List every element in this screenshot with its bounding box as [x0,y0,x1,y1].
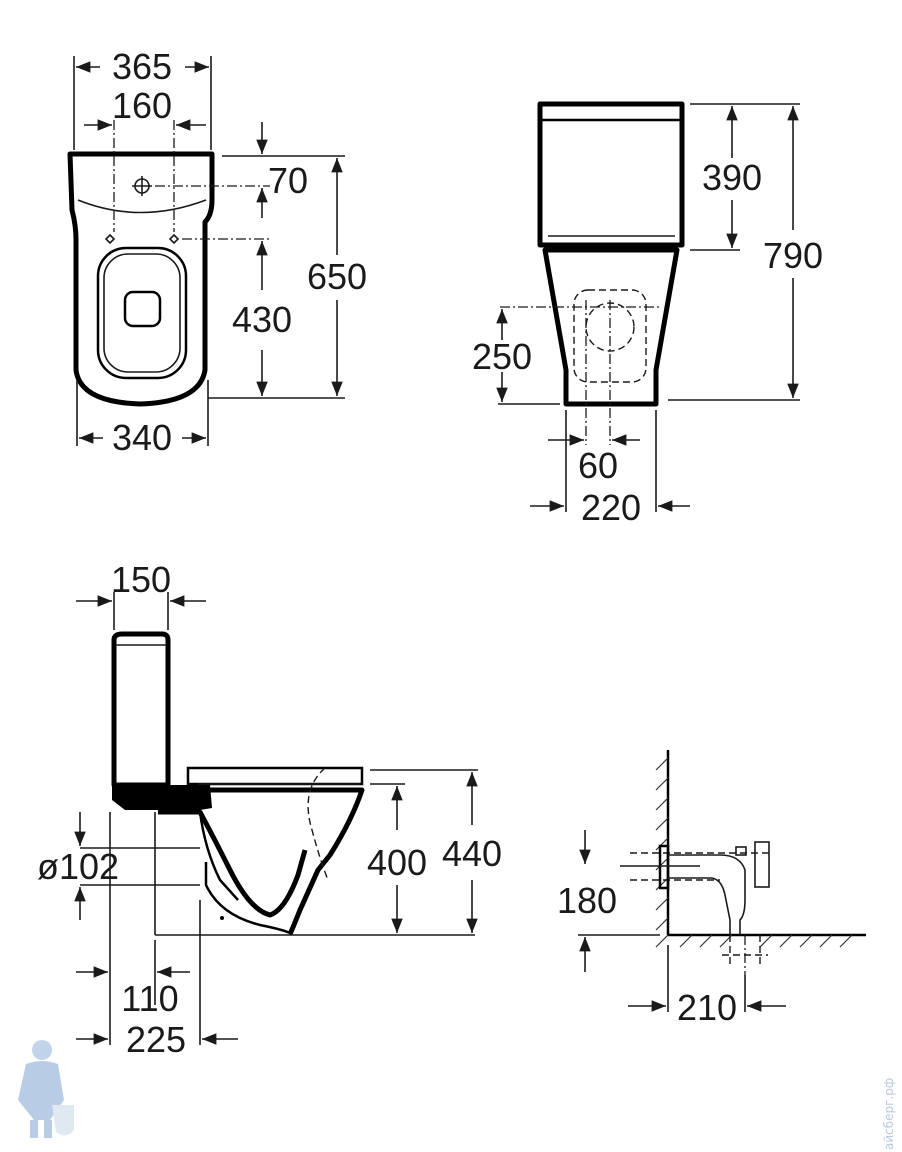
dim-overall-width: 365 [112,46,172,87]
top-seat-cutout [123,290,162,328]
top-seat-inner [103,253,181,373]
dim-tank-height: 390 [702,157,762,198]
dim-hole-offset: 70 [268,160,308,201]
side-tank [111,631,171,788]
dim-base-width: 340 [112,417,172,458]
top-tank-edge [77,199,207,214]
dim-seat-height: 400 [367,842,427,883]
dim-holes-spacing: 160 [112,85,172,126]
front-pedestal [542,247,680,407]
top-seat [96,246,188,380]
dim-front-base-width: 220 [581,487,641,528]
dim-pipe-height: 180 [557,880,617,921]
side-bowl [210,787,365,936]
dim-outlet-height: 250 [472,336,532,377]
top-view: 365 160 70 430 650 340 [67,46,367,458]
side-view: 150 400 440 ø102 110 225 [37,559,502,1060]
plumber-mascot-logo [18,1040,74,1138]
dim-total-height: 790 [763,235,823,276]
front-tank [537,101,685,248]
dim-outlet-diameter: ø102 [37,846,119,887]
dim-holes-to-front: 430 [232,299,292,340]
dim-depth: 650 [307,256,367,297]
front-view: 390 790 250 60 220 [472,101,823,528]
dim-outlet-to-wall: 110 [121,978,178,1019]
dim-outlet-offset: 60 [578,445,618,486]
side-trap [158,809,308,918]
dim-base-to-wall: 225 [126,1019,186,1060]
watermark-brand: айсберг.рф [882,1078,896,1150]
dim-tank-depth: 150 [111,559,171,600]
dim-wall-distance: 210 [677,987,737,1028]
installation-view: 180 210 [557,750,866,1028]
top-bowl-outline [67,151,215,407]
side-seat [186,766,364,786]
dim-rim-height: 440 [442,833,502,874]
